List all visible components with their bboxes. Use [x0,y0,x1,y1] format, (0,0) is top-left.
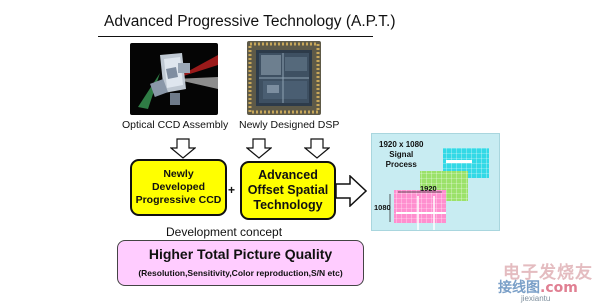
ccd-box-line: Progressive CCD [135,194,222,206]
watermark-url: jiexiantu [521,294,551,303]
watermark-text: 电子发烧友 [503,263,593,283]
ccd-assembly-caption: Optical CCD Assembly [122,119,229,131]
signal-process-panel: 1920 x 1080 Signal Process 1920 1080 [371,133,500,231]
offset-spatial-box: Advanced Offset Spatial Technology [240,161,336,220]
signal-label-line: Signal [389,150,414,159]
picture-quality-box: Higher Total Picture Quality (Resolution… [117,240,364,286]
watermark-site-prefix: 接线图 [498,280,540,296]
oss-box-line: Advanced [258,168,318,182]
down-arrow-icon [170,138,196,159]
width-dimension-label: 1920 [420,184,437,193]
watermark-site-suffix: .com [540,280,578,296]
quality-title: Higher Total Picture Quality [148,246,333,262]
right-arrow-icon [335,175,367,207]
development-concept-label: Development concept [166,225,283,239]
dsp-chip-photo [247,41,321,115]
down-arrow-icon [304,138,330,159]
signal-label-line: 1920 x 1080 [379,140,424,149]
ccd-box-line: Newly [163,168,194,180]
ccd-assembly-photo [130,43,218,115]
signal-label-line: Process [385,160,417,169]
oss-box-line: Offset Spatial [247,183,329,197]
oss-box-line: Technology [253,198,323,212]
watermark-site: 接线图.com [498,277,578,297]
dsp-caption: Newly Designed DSP [239,119,340,131]
title-underline [98,36,373,37]
ccd-box-line: Developed [151,181,206,193]
progressive-ccd-box: Newly Developed Progressive CCD [130,159,227,216]
quality-subtitle: (Resolution,Sensitivity,Color reproducti… [138,268,343,278]
diagram-title: Advanced Progressive Technology (A.P.T.) [104,13,396,30]
plus-sign: + [228,183,236,197]
down-arrow-icon [246,138,272,159]
signal-process-label: 1920 x 1080 Signal Process [379,140,424,170]
height-dimension-label: 1080 [374,203,391,212]
